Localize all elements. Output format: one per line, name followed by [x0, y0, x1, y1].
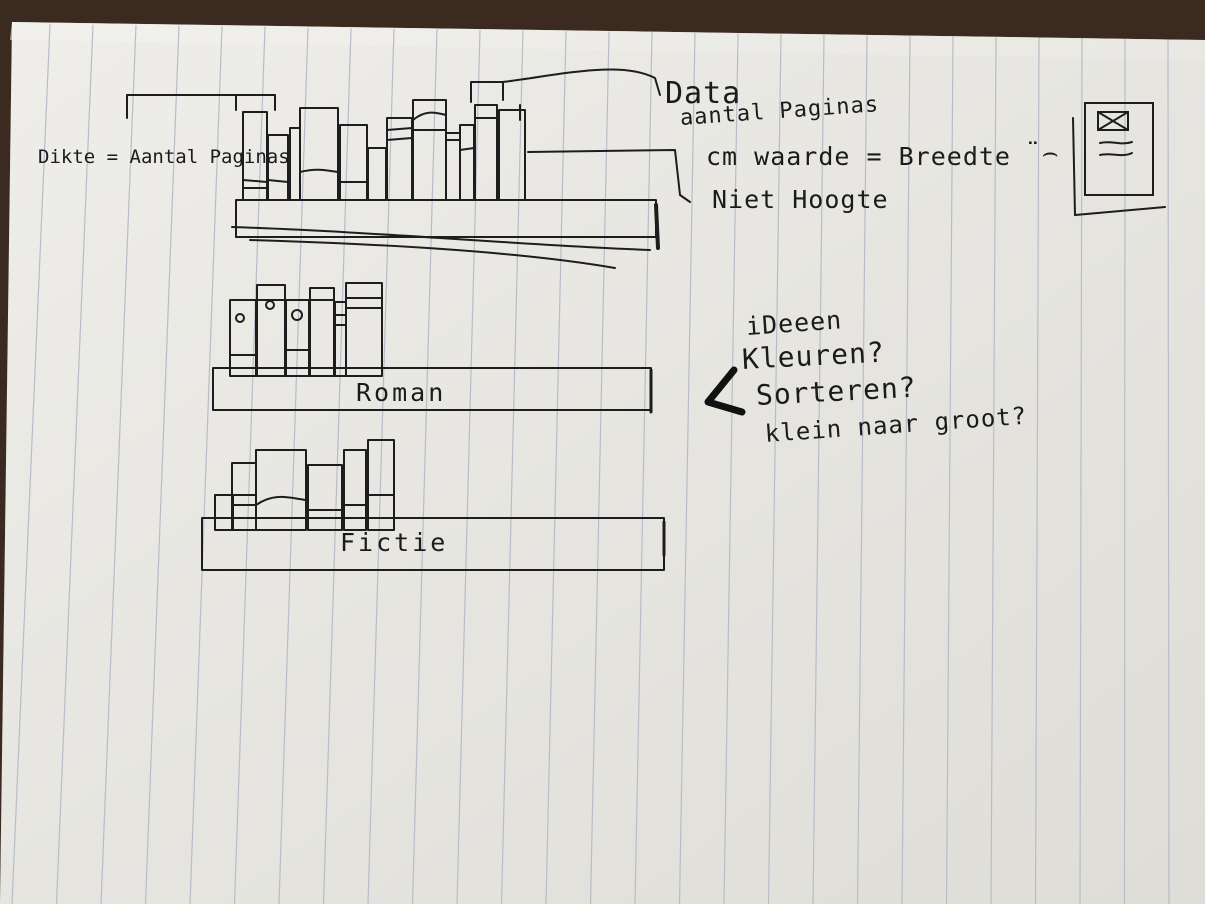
ruled-line — [1034, 37, 1040, 904]
shelf-label-fictie: Fictie — [340, 528, 449, 557]
ruled-line — [1079, 38, 1083, 904]
ruled-line — [367, 28, 395, 904]
top-shelf-sketch — [126, 68, 691, 269]
ruled-line — [1123, 38, 1126, 904]
ruled-line — [678, 32, 696, 904]
ruled-line — [55, 24, 94, 904]
ruled-line — [278, 27, 309, 904]
ruled-line — [634, 32, 653, 904]
ruled-line — [545, 31, 567, 904]
ruled-line — [812, 34, 825, 904]
roman-shelf-sketch — [212, 282, 653, 414]
ruled-line — [456, 29, 481, 904]
ruled-lines — [11, 23, 1170, 904]
annotation-dikte: Dikte = Aantal Paginas — [38, 146, 290, 168]
ruled-line — [411, 29, 438, 904]
ruled-line — [856, 35, 868, 904]
ideas-bracket-mark — [704, 366, 746, 416]
ruled-line — [500, 30, 524, 904]
ruled-line — [11, 23, 51, 904]
wireframe-thumbnail-sketch — [1072, 102, 1166, 217]
ruled-line — [901, 35, 911, 904]
annotation-breedte: cm waarde = Breedte — [706, 142, 1011, 171]
ruled-line — [100, 25, 137, 904]
annotation-breedte-smiley: ¨⌢ — [1025, 138, 1060, 168]
ruled-line — [322, 28, 352, 904]
annotation-data: Data — [665, 76, 742, 111]
ruled-line — [767, 34, 782, 904]
shelf-label-roman: Roman — [356, 378, 447, 407]
ruled-line — [990, 37, 997, 904]
ruled-line — [189, 26, 223, 904]
ruled-line — [144, 25, 180, 904]
ruled-line — [945, 36, 954, 904]
annotation-hoogte: Niet Hoogte — [712, 185, 889, 214]
ruled-line — [723, 33, 739, 904]
ruled-line — [233, 26, 266, 904]
ruled-line — [589, 31, 610, 904]
ruled-line — [1167, 39, 1170, 904]
fictie-shelf-sketch — [201, 439, 666, 571]
